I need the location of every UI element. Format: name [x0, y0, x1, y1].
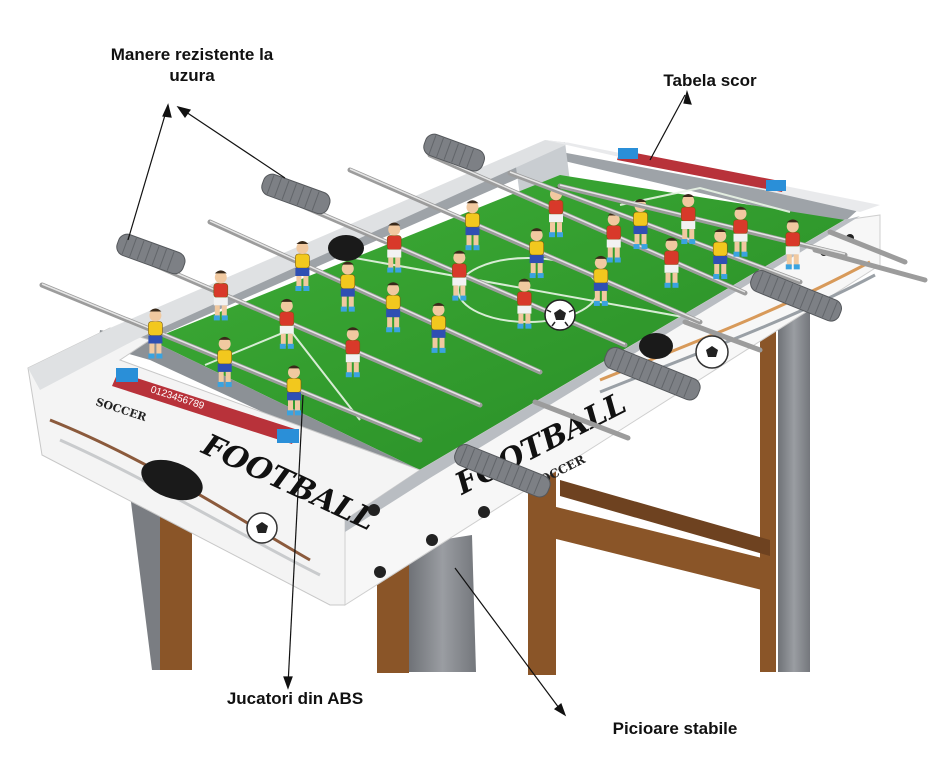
player-figure: [593, 268, 609, 284]
rod-handle: [454, 444, 551, 498]
label-handles: Manere rezistente la uzura: [62, 44, 322, 86]
player-rod: [117, 247, 483, 408]
rod-end: [827, 229, 908, 265]
player-figure: [386, 235, 402, 250]
label-players: Jucatori din ABS: [226, 689, 364, 708]
printed-ball-graphic: [246, 335, 729, 544]
callout-arrows: [127, 89, 692, 717]
player-figure: [340, 274, 356, 289]
player-figure: [529, 240, 544, 256]
player-figure: [633, 211, 648, 227]
legs-front: [127, 470, 476, 673]
label-handles-line1: Manere rezistente la: [110, 45, 274, 64]
player-figure: [733, 219, 748, 234]
rod-handle: [604, 347, 701, 401]
player-figure: [664, 250, 679, 266]
rod-end: [812, 247, 928, 283]
scoreboard-back: [617, 148, 786, 192]
player-figure: [548, 199, 564, 215]
rod-end: [682, 319, 763, 353]
back-wall: [110, 148, 860, 340]
player-figure: [213, 283, 229, 298]
player-figure: [452, 263, 467, 278]
player-figure: [286, 378, 302, 393]
player-figure: [712, 241, 728, 257]
label-scoreboard: Tabela scor: [663, 71, 757, 90]
player-figure: [295, 253, 310, 269]
rod-handle: [750, 270, 842, 322]
player-figure: [148, 321, 163, 336]
soccer-ball-icon: [544, 299, 576, 331]
rod-end: [532, 399, 631, 441]
player-figure: [431, 315, 446, 331]
player-figure: [217, 349, 232, 365]
label-legs: Picioare stabile: [612, 719, 738, 738]
player-rod: [507, 170, 803, 285]
player-rod: [207, 219, 543, 375]
rod-handle: [261, 173, 331, 215]
legs-back: [528, 300, 810, 675]
player-figure: [680, 206, 696, 222]
player-figure: [465, 212, 480, 228]
player-rod: [347, 167, 703, 325]
player-figure: [345, 339, 361, 355]
rod-handle: [116, 233, 186, 275]
label-handles-line2: uzura: [169, 66, 215, 85]
player-rods: [39, 133, 928, 498]
rod-handle: [423, 133, 485, 172]
player-figure: [517, 291, 532, 306]
player-figure: [279, 311, 295, 327]
player-figure: [785, 232, 801, 247]
player-figure: [606, 225, 622, 240]
ball-return-hole: [141, 459, 203, 501]
player-rod: [427, 152, 748, 296]
player-figure: [385, 294, 401, 310]
